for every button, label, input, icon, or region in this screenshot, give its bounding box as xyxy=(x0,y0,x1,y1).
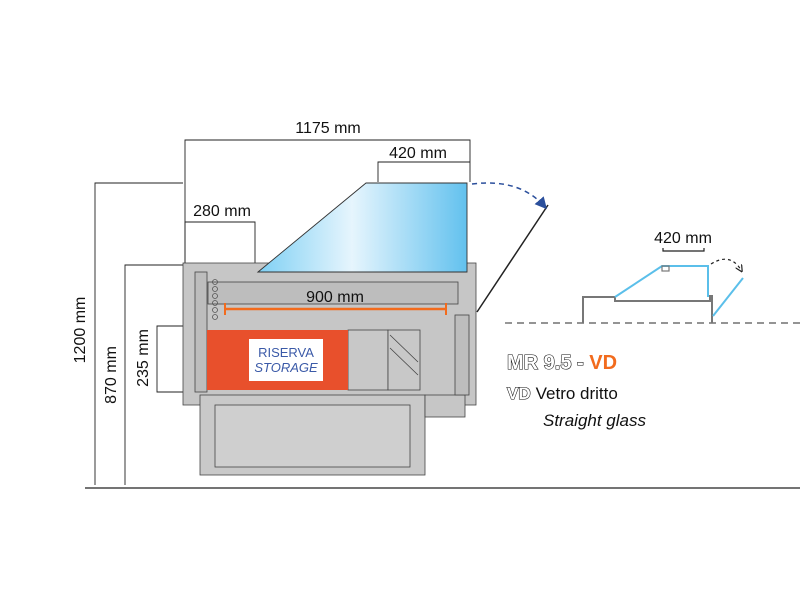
inset-glass-depth: 420 mm xyxy=(654,230,712,247)
storage-label-en: STORAGE xyxy=(254,360,318,375)
dim-glass-depth: 420 mm xyxy=(389,145,447,162)
dim-counter-height: 870 mm xyxy=(103,346,120,404)
model-variant: VD xyxy=(589,352,617,374)
storage-label-it: RISERVA xyxy=(258,345,314,360)
display-glass xyxy=(256,182,468,273)
model-title: MR 9.5 - VD xyxy=(507,352,617,374)
variant-english: Straight glass xyxy=(543,411,646,430)
vent-holes xyxy=(212,279,218,320)
dim-storage-height: 235 mm xyxy=(135,329,152,387)
dim-display-depth: 900 mm xyxy=(306,289,364,306)
glass-door xyxy=(476,204,549,313)
dim-overall-width: 1175 mm xyxy=(295,120,361,137)
inset-diagram xyxy=(582,248,744,323)
dim-front-offset: 280 mm xyxy=(193,203,251,220)
dim-overall-height: 1200 mm xyxy=(72,297,89,364)
door-open-arrow xyxy=(471,182,547,210)
dimension-lines xyxy=(94,139,471,485)
